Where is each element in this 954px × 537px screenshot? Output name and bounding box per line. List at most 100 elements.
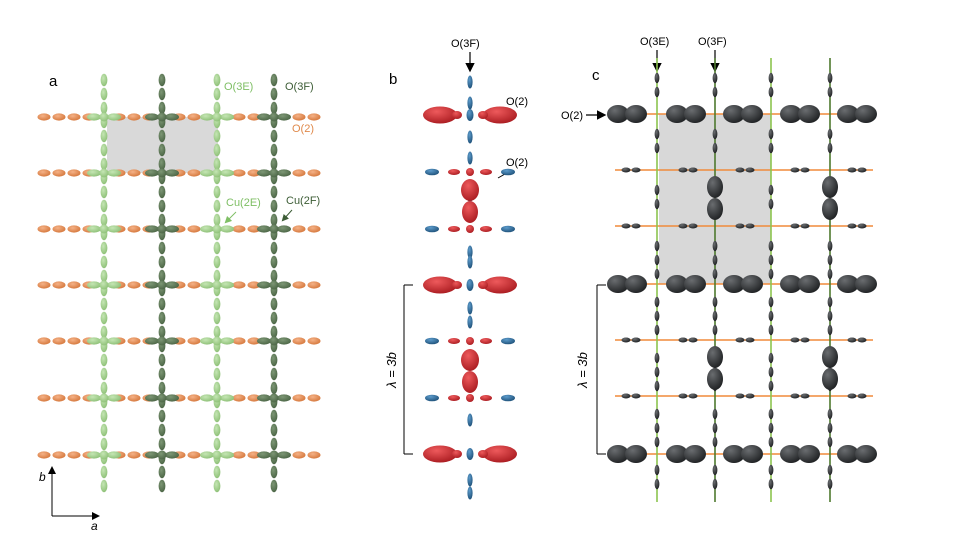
- o3-orbital: [712, 310, 718, 322]
- o3-orbital: [712, 464, 718, 476]
- o2-orbital-lobe: [480, 226, 492, 232]
- o3-orbital: [270, 311, 278, 325]
- o2-orbital-lobe: [837, 105, 859, 123]
- o-orbital-lobe: [688, 167, 698, 173]
- o3-orbital: [654, 366, 660, 378]
- o2-orbital: [52, 337, 66, 345]
- o2-orbital-lobe: [684, 275, 706, 293]
- charge-density-lobe: [822, 176, 838, 198]
- cu-orbital-lobe: [257, 225, 271, 233]
- b-axis-label: b: [39, 470, 46, 484]
- o2-orbital: [37, 169, 51, 177]
- o2-orbital-lobe: [780, 105, 802, 123]
- o2-orbital: [307, 337, 321, 345]
- o3-orbital: [100, 423, 108, 437]
- cu-site: [466, 448, 474, 460]
- o-orbital-lobe: [745, 223, 755, 229]
- o2-orbital: [187, 225, 201, 233]
- o3-orbital: [827, 408, 833, 420]
- o3-orbital: [827, 296, 833, 308]
- cu-orbital-lobe: [277, 225, 291, 233]
- o3-orbital: [100, 241, 108, 255]
- o3-orbital: [213, 199, 221, 213]
- o3-orbital: [827, 436, 833, 448]
- o2-orbital-lobe: [452, 111, 462, 119]
- o2-orbital: [67, 451, 81, 459]
- cu-site: [212, 112, 222, 122]
- o3-orbital: [158, 367, 166, 381]
- label-c-o3f: O(3F): [698, 36, 727, 48]
- o3-orbital: [270, 465, 278, 479]
- panel-b-letter: b: [389, 71, 397, 88]
- cu-site: [99, 393, 109, 403]
- o3-orbital: [827, 324, 833, 336]
- o-orbital-lobe: [425, 337, 439, 345]
- o3-orbital: [100, 325, 108, 339]
- o3-orbital: [768, 464, 774, 476]
- cu-site: [157, 112, 167, 122]
- cu-orbital-lobe: [277, 169, 291, 177]
- o2-orbital-lobe: [780, 445, 802, 463]
- o2-orbital: [232, 337, 246, 345]
- cu-orbital-lobe: [200, 225, 214, 233]
- cu-orbital-lobe: [107, 113, 121, 121]
- o3-orbital: [100, 437, 108, 451]
- cu-site: [157, 168, 167, 178]
- o2-orbital-lobe: [741, 275, 763, 293]
- cu-site: [99, 280, 109, 290]
- o3-orbital: [712, 128, 718, 140]
- o3-orbital: [768, 324, 774, 336]
- o2-orbital: [232, 281, 246, 289]
- o2-orbital-lobe: [855, 275, 877, 293]
- cu-orbital-lobe: [87, 451, 101, 459]
- o3-orbital: [712, 254, 718, 266]
- o2-orbital: [232, 451, 246, 459]
- panel-b-orbital-chain: [423, 75, 517, 500]
- cu-orbital-lobe: [87, 225, 101, 233]
- cu-site: [157, 336, 167, 346]
- o3-orbital: [768, 142, 774, 154]
- o3-orbital: [158, 157, 166, 171]
- o-orbital-lobe: [847, 337, 857, 343]
- o2-orbital-lobe: [855, 445, 877, 463]
- o3-orbital: [712, 268, 718, 280]
- cu-site: [212, 336, 222, 346]
- o3-orbital: [654, 324, 660, 336]
- o2-orbital: [127, 113, 141, 121]
- o2-orbital: [247, 394, 261, 402]
- o-orbital-lobe: [501, 168, 515, 176]
- panel-c-orbitals: [607, 72, 877, 490]
- o2-orbital-lobe: [483, 106, 517, 124]
- o3-orbital: [654, 142, 660, 154]
- o-orbital-lobe: [790, 337, 800, 343]
- o3-orbital: [158, 255, 166, 269]
- o2-orbital: [52, 394, 66, 402]
- o2-orbital: [247, 113, 261, 121]
- o3-orbital: [654, 436, 660, 448]
- panel-a: a O(3E) O(3F) O(2) Cu(2E) Cu(2F) b a: [37, 73, 321, 533]
- cu-site: [99, 112, 109, 122]
- o3-orbital: [270, 297, 278, 311]
- o3-orbital: [100, 479, 108, 493]
- o2-orbital: [307, 451, 321, 459]
- o-orbital-lobe: [621, 337, 631, 343]
- panel-c-letter: c: [592, 67, 600, 84]
- o2-orbital: [232, 169, 246, 177]
- o2-orbital-lobe: [837, 445, 859, 463]
- o3-orbital: [213, 185, 221, 199]
- o-orbital-lobe: [425, 394, 439, 402]
- o2-orbital: [187, 337, 201, 345]
- o-orbital-lobe: [688, 223, 698, 229]
- panel-a-letter: a: [49, 73, 58, 90]
- cu-orbital-lobe: [257, 169, 271, 177]
- o3-orbital: [213, 409, 221, 423]
- o3-orbital: [100, 143, 108, 157]
- o3-orbital: [768, 240, 774, 252]
- o-orbital-lobe: [501, 337, 515, 345]
- o3-orbital: [213, 423, 221, 437]
- o2-orbital-lobe: [607, 275, 629, 293]
- o2-orbital: [187, 394, 201, 402]
- o2-orbital: [232, 113, 246, 121]
- o3-orbital: [768, 296, 774, 308]
- cu-orbital-lobe: [145, 451, 159, 459]
